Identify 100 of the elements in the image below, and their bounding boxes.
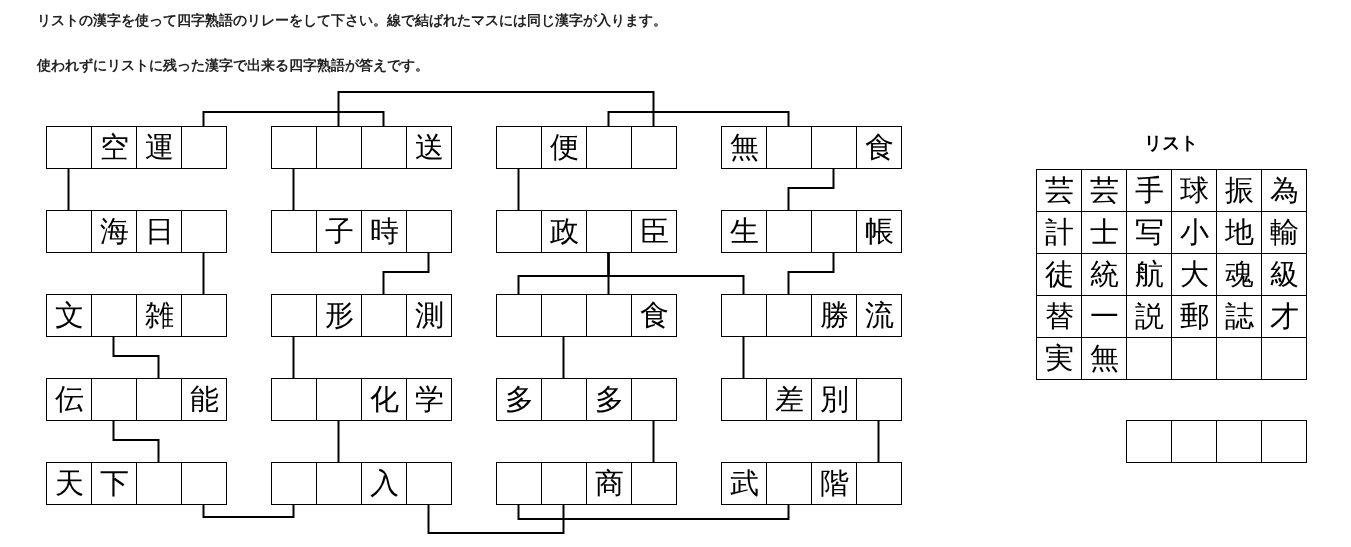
- answer-box: [316, 378, 362, 421]
- list-cell: 為: [1261, 169, 1307, 212]
- kanji-cell: 伝: [46, 378, 92, 421]
- answer-box: [316, 462, 362, 505]
- answer-box: [271, 210, 317, 253]
- answer-box: [541, 378, 587, 421]
- answer-box: [766, 462, 812, 505]
- kanji-cell: 時: [361, 210, 407, 253]
- answer-box: [91, 294, 137, 337]
- kanji-cell: 形: [316, 294, 362, 337]
- kanji-cell: 食: [856, 126, 902, 169]
- kanji-cell: 日: [136, 210, 182, 253]
- kanji-cell: 子: [316, 210, 362, 253]
- answer-box: [766, 294, 812, 337]
- answer-box: [181, 294, 227, 337]
- kanji-cell: 文: [46, 294, 92, 337]
- answer-box: [91, 378, 137, 421]
- kanji-cell: 政: [541, 210, 587, 253]
- kanji-cell: 多: [586, 378, 632, 421]
- connector-line: [112, 419, 160, 463]
- kanji-cell: 多: [496, 378, 542, 421]
- list-cell: 芸: [1036, 169, 1082, 212]
- answer-box: [496, 294, 542, 337]
- connector-line: [202, 503, 295, 518]
- connector-line: [337, 91, 655, 127]
- answer-box: [541, 294, 587, 337]
- answer-box: [46, 126, 92, 169]
- kanji-cell: 商: [586, 462, 632, 505]
- kanji-cell: 送: [406, 126, 452, 169]
- answer-box: [1216, 420, 1262, 463]
- answer-box: [496, 210, 542, 253]
- answer-box: [631, 126, 677, 169]
- answer-box: [496, 126, 542, 169]
- connector-line: [112, 335, 160, 379]
- answer-box: [406, 210, 452, 253]
- connector-line: [382, 251, 430, 295]
- answer-box: [271, 126, 317, 169]
- answer-box: [46, 210, 92, 253]
- answer-box: [631, 378, 677, 421]
- answer-box: [586, 294, 632, 337]
- connector-line: [742, 335, 745, 379]
- kanji-cell: 流: [856, 294, 902, 337]
- kanji-cell: 別: [811, 378, 857, 421]
- answer-box: [271, 378, 317, 421]
- kanji-cell: 化: [361, 378, 407, 421]
- answer-box: [181, 126, 227, 169]
- connector-line: [292, 335, 295, 379]
- kanji-cell: 勝: [811, 294, 857, 337]
- kanji-cell: 便: [541, 126, 587, 169]
- kanji-cell: 能: [181, 378, 227, 421]
- list-cell: 実: [1036, 337, 1082, 380]
- connector-line: [877, 419, 880, 463]
- kanji-cell: 食: [631, 294, 677, 337]
- answer-box: [721, 378, 767, 421]
- answer-box: [136, 378, 182, 421]
- answer-box: [811, 126, 857, 169]
- kanji-cell: 無: [721, 126, 767, 169]
- kanji-cell: 学: [406, 378, 452, 421]
- instruction-text: リストの漢字を使って四字熟語のリレーをして下さい。線で結ばれたマスには同じ漢字が入ります。: [37, 12, 667, 30]
- kanji-cell: 臣: [631, 210, 677, 253]
- answer-box: [1171, 420, 1217, 463]
- answer-box: [631, 462, 677, 505]
- connector-line: [787, 167, 835, 211]
- kanji-cell: 測: [406, 294, 452, 337]
- connector-line: [517, 167, 520, 211]
- answer-box: [361, 126, 407, 169]
- answer-box: [271, 462, 317, 505]
- connector-line: [202, 111, 385, 127]
- kanji-cell: 入: [361, 462, 407, 505]
- answer-box: [136, 462, 182, 505]
- answer-box: [1261, 420, 1307, 463]
- kanji-cell: 差: [766, 378, 812, 421]
- answer-box: [856, 462, 902, 505]
- connector-line: [67, 167, 70, 211]
- connector-line: [202, 251, 205, 295]
- connector-line: [607, 251, 745, 295]
- kanji-cell: 運: [136, 126, 182, 169]
- answer-box: [406, 462, 452, 505]
- list-heading: リスト: [1144, 131, 1198, 155]
- answer-box: [766, 126, 812, 169]
- answer-box: [586, 210, 632, 253]
- kanji-cell: 下: [91, 462, 137, 505]
- answer-box: [181, 210, 227, 253]
- answer-box: [316, 126, 362, 169]
- connector-line: [337, 419, 340, 463]
- kanji-cell: 階: [811, 462, 857, 505]
- list-cell: [1261, 337, 1307, 380]
- kanji-cell: 雑: [136, 294, 182, 337]
- answer-box: [856, 378, 902, 421]
- kanji-cell: 帳: [856, 210, 902, 253]
- connector-line: [292, 167, 295, 211]
- answer-box: [811, 210, 857, 253]
- kanji-cell: 生: [721, 210, 767, 253]
- answer-box: [541, 462, 587, 505]
- answer-box: [181, 462, 227, 505]
- answer-box: [361, 294, 407, 337]
- connector-line: [427, 503, 565, 534]
- instruction-text: 使われずにリストに残った漢字で出来る四字熟語が答えです。: [37, 57, 429, 75]
- connector-line: [517, 503, 790, 520]
- answer-box: [766, 210, 812, 253]
